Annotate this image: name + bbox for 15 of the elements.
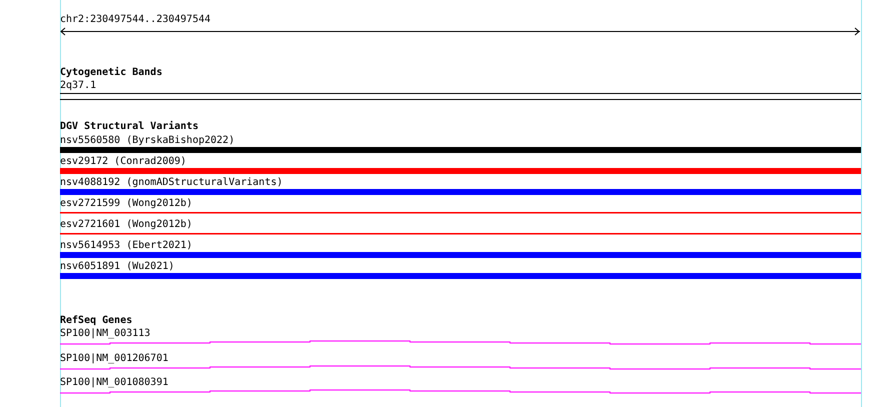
feature-label: SP100|NM_003113 — [60, 328, 150, 340]
feature-label: nsv4088192 (gnomADStructuralVariants) — [60, 177, 283, 189]
feature-label: 2q37.1 — [60, 80, 96, 92]
feature-label: SP100|NM_001206701 — [60, 353, 168, 365]
track-title: RefSeq Genes — [60, 315, 132, 327]
feature-label: SP100|NM_001080391 — [60, 377, 168, 389]
feature-label: nsv6051891 (Wu2021) — [60, 261, 174, 273]
feature-label: esv2721601 (Wong2012b) — [60, 219, 192, 231]
track-title: Cytogenetic Bands — [60, 67, 162, 79]
feature-label: nsv5614953 (Ebert2021) — [60, 240, 192, 252]
track-title: DGV Structural Variants — [60, 121, 198, 133]
feature-label: esv29172 (Conrad2009) — [60, 156, 186, 168]
feature-label: esv2721599 (Wong2012b) — [60, 198, 192, 210]
feature-label: nsv5560580 (ByrskaBishop2022) — [60, 135, 235, 147]
coordinate-label: chr2:230497544..230497544 — [60, 14, 211, 26]
